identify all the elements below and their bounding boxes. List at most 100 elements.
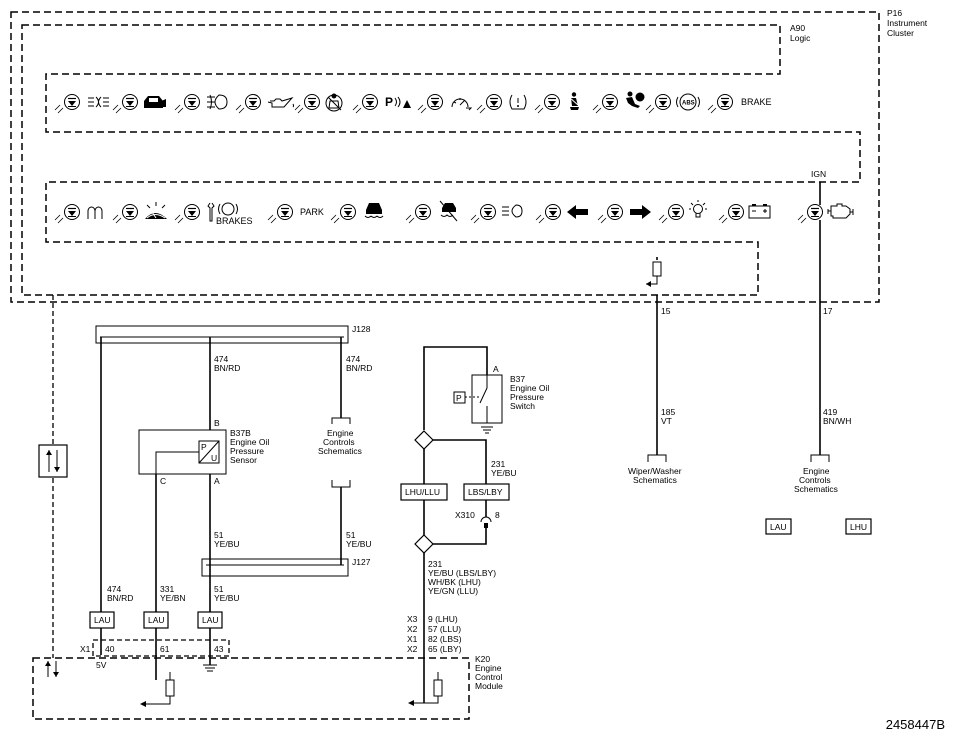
- circuit-51-top-color: YE/BU: [214, 539, 240, 549]
- p16-line1: Instrument: [887, 18, 928, 28]
- b37b-line1: Engine Oil: [230, 437, 269, 447]
- traction-control-icon: [364, 203, 384, 218]
- option-splice-bottom: [414, 534, 434, 554]
- b37b-pin-a: A: [214, 476, 220, 486]
- b37b-pin-b: B: [214, 418, 220, 428]
- indicator-row-2: BRAKES PARK: [54, 200, 854, 226]
- k20-line3: Module: [475, 681, 503, 691]
- brake-warning-icon: [218, 202, 238, 216]
- wiper-washer-ref-line1: Wiper/Washer: [628, 466, 682, 476]
- x310-pin: 8: [495, 510, 500, 520]
- k20-x1-pin-61: 61: [160, 644, 170, 654]
- svg-text:P: P: [385, 95, 393, 109]
- circuit-419-color: BN/WH: [823, 416, 851, 426]
- a90-ref: A90: [790, 23, 805, 33]
- k20-pin-0-conn: X3: [407, 614, 418, 624]
- circuit-51-right-color: YE/BU: [346, 539, 372, 549]
- svg-text:LAU: LAU: [770, 522, 787, 532]
- k20-pin-0-num: 9 (LHU): [428, 614, 458, 624]
- b37-line2: Pressure: [510, 392, 544, 402]
- svg-text:LHU: LHU: [850, 522, 867, 532]
- parking-lamp-icon: [88, 96, 109, 108]
- j128-label: J128: [352, 324, 371, 334]
- lau-option-box-3: LAU: [197, 611, 223, 629]
- j127-label: J127: [352, 557, 371, 567]
- splice-231-num: 231: [428, 559, 442, 569]
- diagram-id: 2458447B: [885, 717, 945, 732]
- splice-231-line1: YE/BU (LBS/LBY): [428, 568, 496, 578]
- p16-ref: P16: [887, 8, 902, 18]
- b37-ref: B37: [510, 374, 525, 384]
- j127-splice: [201, 558, 349, 577]
- engine-controls-ref-2-line1: Engine: [803, 466, 830, 476]
- door-ajar-icon: [144, 96, 166, 108]
- abs-icon: ABS: [676, 93, 700, 111]
- circuit-474-mid-color: BN/RD: [214, 363, 240, 373]
- a90-line1: Logic: [790, 33, 811, 43]
- b37b-line2: Pressure: [230, 446, 264, 456]
- b37b-symbol-p: P: [201, 442, 207, 452]
- circuit-474-mid-num: 474: [214, 354, 228, 364]
- wiper-washer-ref-line2: Schematics: [633, 475, 677, 485]
- k20-pin-3-conn: X2: [407, 644, 418, 654]
- circuit-331-color: YE/BN: [160, 593, 186, 603]
- k20-x1-conn: X1: [80, 644, 91, 654]
- brakes-label: BRAKES: [216, 216, 253, 226]
- engine-controls-ref-1-line1: Engine: [327, 428, 354, 438]
- p16-pin-17: 17: [823, 306, 833, 316]
- tire-pressure-icon: [509, 94, 527, 110]
- j128-splice: [95, 325, 349, 344]
- k20-serial-arrows-icon: [45, 661, 59, 677]
- resistor-icon-2: [408, 672, 443, 706]
- splice-231-line3: YE/GN (LLU): [428, 586, 478, 596]
- engine-controls-ref-1-line2: Controls: [323, 437, 355, 447]
- circuit-474-left-num: 474: [107, 584, 121, 594]
- k20-line2: Control: [475, 672, 503, 682]
- k20-outline: [32, 657, 470, 720]
- b37-symbol-p: P: [456, 393, 462, 403]
- circuit-51-right-num: 51: [346, 530, 356, 540]
- k20-x1-pin-40: 40: [105, 644, 115, 654]
- b37-line3: Switch: [510, 401, 535, 411]
- oil-can-icon: [267, 97, 294, 108]
- circuit-474-right-num: 474: [346, 354, 360, 364]
- engine-controls-ref-1-line3: Schematics: [318, 446, 362, 456]
- traction-off-icon: [439, 200, 458, 222]
- k20-x1-connector: [92, 639, 230, 657]
- headlamp-icon: [502, 204, 523, 218]
- k20-x1-pin-43: 43: [214, 644, 224, 654]
- circuit-185-color: VT: [661, 416, 672, 426]
- b37-ground-icon: [481, 426, 493, 434]
- b37b-sensor: [138, 429, 227, 475]
- k20-line1: Engine: [475, 663, 502, 673]
- circuit-474-left-color: BN/RD: [107, 593, 133, 603]
- lau-legend-box: LAU: [765, 518, 792, 535]
- p16-line2: Cluster: [887, 28, 914, 38]
- circuit-419-num: 419: [823, 407, 837, 417]
- b37-line1: Engine Oil: [510, 383, 549, 393]
- bidirectional-arrows-icon: [46, 450, 60, 472]
- lau-option-box-2: LAU: [143, 611, 169, 629]
- k20-pin-3-num: 65 (LBY): [428, 644, 462, 654]
- circuit-231-color: YE/BU: [491, 468, 517, 478]
- k20-pin-1-conn: X2: [407, 624, 418, 634]
- turn-left-icon: [567, 205, 588, 219]
- k20-pin-2-conn: X1: [407, 634, 418, 644]
- service-brake-icon: [207, 202, 215, 222]
- b37b-line3: Sensor: [230, 455, 257, 465]
- x310-connector: [480, 516, 492, 528]
- svg-text:LHU/LLU: LHU/LLU: [405, 487, 440, 497]
- lbs-lby-option-box: LBS/LBY: [463, 483, 510, 501]
- lau-option-box-1: LAU: [89, 611, 115, 629]
- svg-text:LBS/LBY: LBS/LBY: [468, 487, 503, 497]
- k20-pin-list: X3 9 (LHU) X2 57 (LLU) X1 82 (LBS) X2 65…: [407, 614, 462, 654]
- svg-text:LAU: LAU: [94, 615, 111, 625]
- check-engine-icon: [827, 203, 854, 219]
- park-label: PARK: [300, 207, 324, 217]
- circuit-474-right-color: BN/RD: [346, 363, 372, 373]
- circuit-231-num: 231: [491, 459, 505, 469]
- circuit-51-top-num: 51: [214, 530, 224, 540]
- k20-ref: K20: [475, 654, 490, 664]
- cruise-control-icon: [451, 98, 473, 111]
- b37-pin-a: A: [493, 364, 499, 374]
